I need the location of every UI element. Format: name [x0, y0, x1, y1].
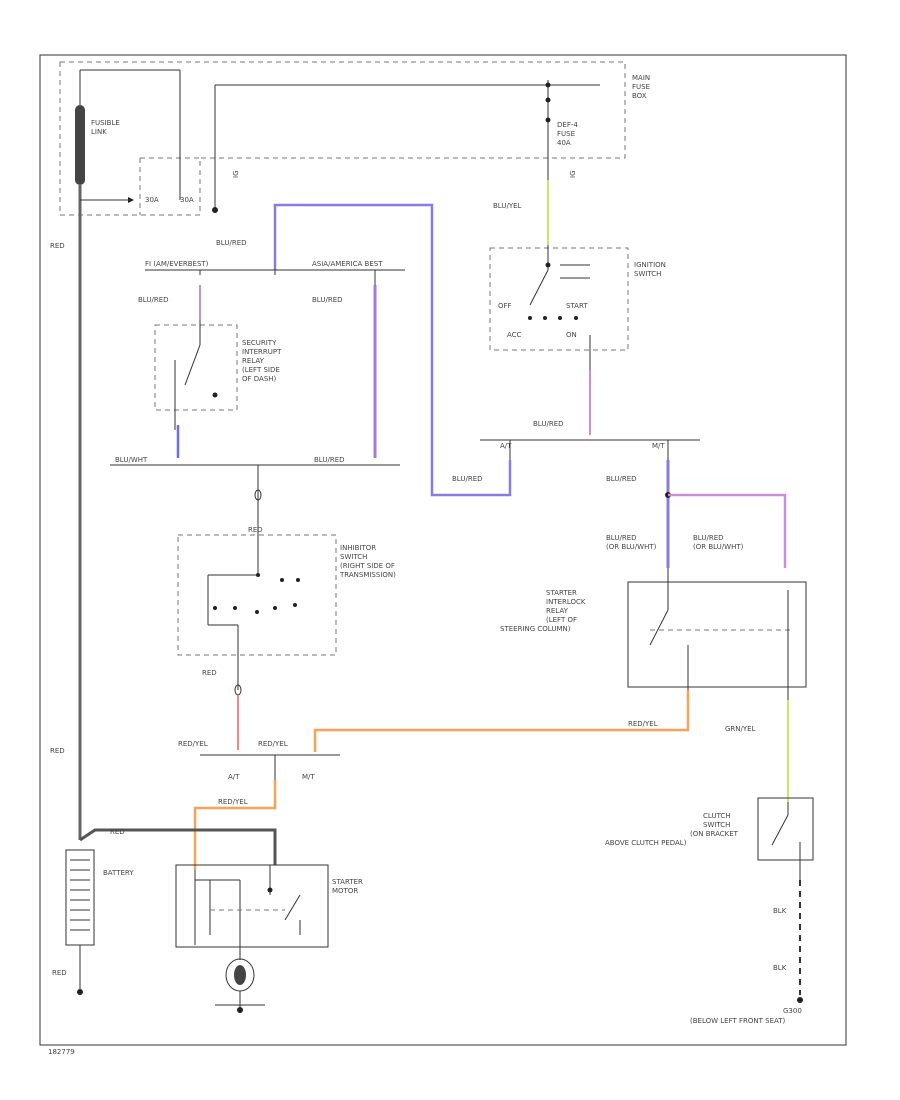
wire-blu-red-or1-label: BLU/RED(OR BLU/WHT) — [606, 534, 657, 551]
starter-motor-box — [175, 864, 329, 948]
ign-start-label: START — [566, 302, 588, 310]
split-mt-label: M/T — [652, 442, 665, 450]
fusible-link — [75, 105, 85, 185]
main-fuse-box-outline — [59, 61, 626, 216]
wire-blu-red-center-label: BLU/RED — [533, 420, 564, 428]
battery-label: BATTERY — [103, 869, 134, 877]
wire-red-inh-bot-label: RED — [202, 669, 217, 677]
ign-on-label: ON — [566, 331, 577, 339]
split-left-a-label: FI (AM/EVERBEST) — [145, 260, 209, 268]
split2-mt-label: M/T — [302, 773, 315, 781]
figure-id: 182779 — [48, 1048, 75, 1056]
wire-blu-red-sec-label: BLU/RED — [138, 296, 169, 304]
ground-label: G300(BELOW LEFT FRONT SEAT) — [690, 1007, 802, 1025]
battery — [65, 849, 95, 946]
wire-blu-wht-label: BLU/WHT — [115, 456, 148, 464]
wire-blu-red-right-label: BLU/RED — [606, 475, 637, 483]
starter-interlock-relay-box — [627, 581, 807, 688]
ignition-switch-box — [489, 247, 629, 351]
security-relay-box — [154, 324, 238, 411]
clutch-switch-box — [757, 797, 814, 861]
wire-red-bottom-label: RED — [52, 969, 67, 977]
wire-blu-red-mid-label: BLU/RED — [452, 475, 483, 483]
wire-red-yel-b-label: RED/YEL — [178, 740, 208, 748]
ign-off-label: OFF — [498, 302, 512, 310]
wire-red-yel-d-label: RED/YEL — [218, 798, 248, 806]
wire-red-yel-a-label: RED/YEL — [628, 720, 658, 728]
wire-blu-red-bottom-label: BLU/RED — [314, 456, 345, 464]
wire-red-inh-top-label: RED — [248, 526, 263, 534]
inhibitor-switch-box — [177, 534, 337, 656]
ig-a-label: IG — [232, 171, 240, 179]
wire-red-yel-c-label: RED/YEL — [258, 740, 288, 748]
split-left-b-label: ASIA/AMERICA BEST — [312, 260, 383, 268]
wire-blk-2-label: BLK — [773, 964, 787, 972]
wire-blu-red-loop — [273, 203, 512, 497]
ig-b-label: IG — [569, 171, 577, 179]
wire-red-left-label: RED — [50, 242, 65, 250]
wire-blu-red-or2-label: BLU/RED(OR BLU/WHT) — [693, 534, 744, 551]
diagram-frame — [39, 54, 847, 1046]
wire-red-yel — [313, 690, 690, 752]
wire-blu-yel-top-label: BLU/YEL — [493, 202, 522, 210]
wire-blk-1-label: BLK — [773, 907, 787, 915]
wire-red-batt-label: RED — [110, 828, 125, 836]
ign-acc-label: ACC — [507, 331, 522, 339]
fuse-left-b-label: 30A — [180, 196, 194, 204]
wire-blu-red-left-label: BLU/RED — [216, 239, 247, 247]
split-at-label: A/T — [500, 442, 512, 450]
wire-blu-red-sec2-label: BLU/RED — [312, 296, 343, 304]
split2-at-label: A/T — [228, 773, 240, 781]
fuse-left-a-label: 30A — [145, 196, 159, 204]
wire-red-mid-label: RED — [50, 747, 65, 755]
wire-grn-yel-label: GRN/YEL — [725, 725, 756, 733]
